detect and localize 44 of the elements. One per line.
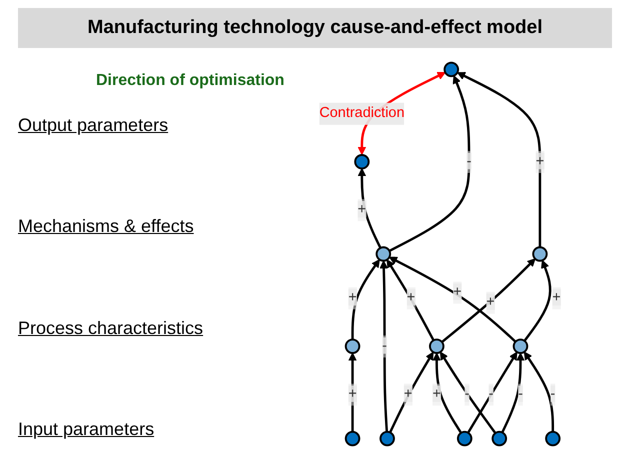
edge-label: + <box>486 294 495 310</box>
edge-label: + <box>406 289 416 306</box>
node-circle <box>354 154 370 170</box>
edge-label: + <box>552 289 561 306</box>
node-circle <box>492 430 508 446</box>
arrow <box>456 72 542 248</box>
row-label: Process characteristics <box>18 318 204 339</box>
title-banner: Manufacturing technology cause-and-effect model <box>18 8 612 48</box>
node-circle <box>376 246 392 262</box>
arrow <box>388 256 516 343</box>
row-label: Mechanisms & effects <box>18 216 195 238</box>
node-circle <box>380 430 395 446</box>
node-circle <box>429 338 444 354</box>
node-circle <box>512 338 528 354</box>
node-circle <box>344 338 360 354</box>
arrow <box>440 352 496 434</box>
edge-label: Contradiction <box>319 104 404 122</box>
edge-label: + <box>348 289 357 306</box>
edge-label: + <box>358 201 366 218</box>
edge-label: + <box>404 386 412 402</box>
node-circle <box>344 430 360 446</box>
arrow <box>524 260 552 342</box>
node-circle <box>532 246 548 262</box>
arrow <box>386 259 435 341</box>
arrow <box>389 352 434 433</box>
edge-label: + <box>536 152 544 170</box>
edge-label: + <box>453 284 462 300</box>
edge-label: - <box>464 386 470 402</box>
arrow <box>351 259 380 340</box>
edge-label: - <box>550 386 556 402</box>
edge-label: - <box>488 386 494 402</box>
edge-label: + <box>432 386 441 402</box>
edge-label: - <box>518 386 523 402</box>
node-circle <box>444 62 460 78</box>
row-label: Output parameters <box>18 115 170 136</box>
edge-label: - <box>466 152 472 170</box>
row-label: Input parameters <box>18 418 156 440</box>
node-circle <box>545 430 561 446</box>
arrow <box>467 352 518 434</box>
edge-label: + <box>348 386 357 402</box>
arrow <box>441 258 536 343</box>
edge-label: - <box>382 337 387 354</box>
direction-caption: Direction of optimisation <box>96 72 284 90</box>
node-circle <box>456 430 472 446</box>
